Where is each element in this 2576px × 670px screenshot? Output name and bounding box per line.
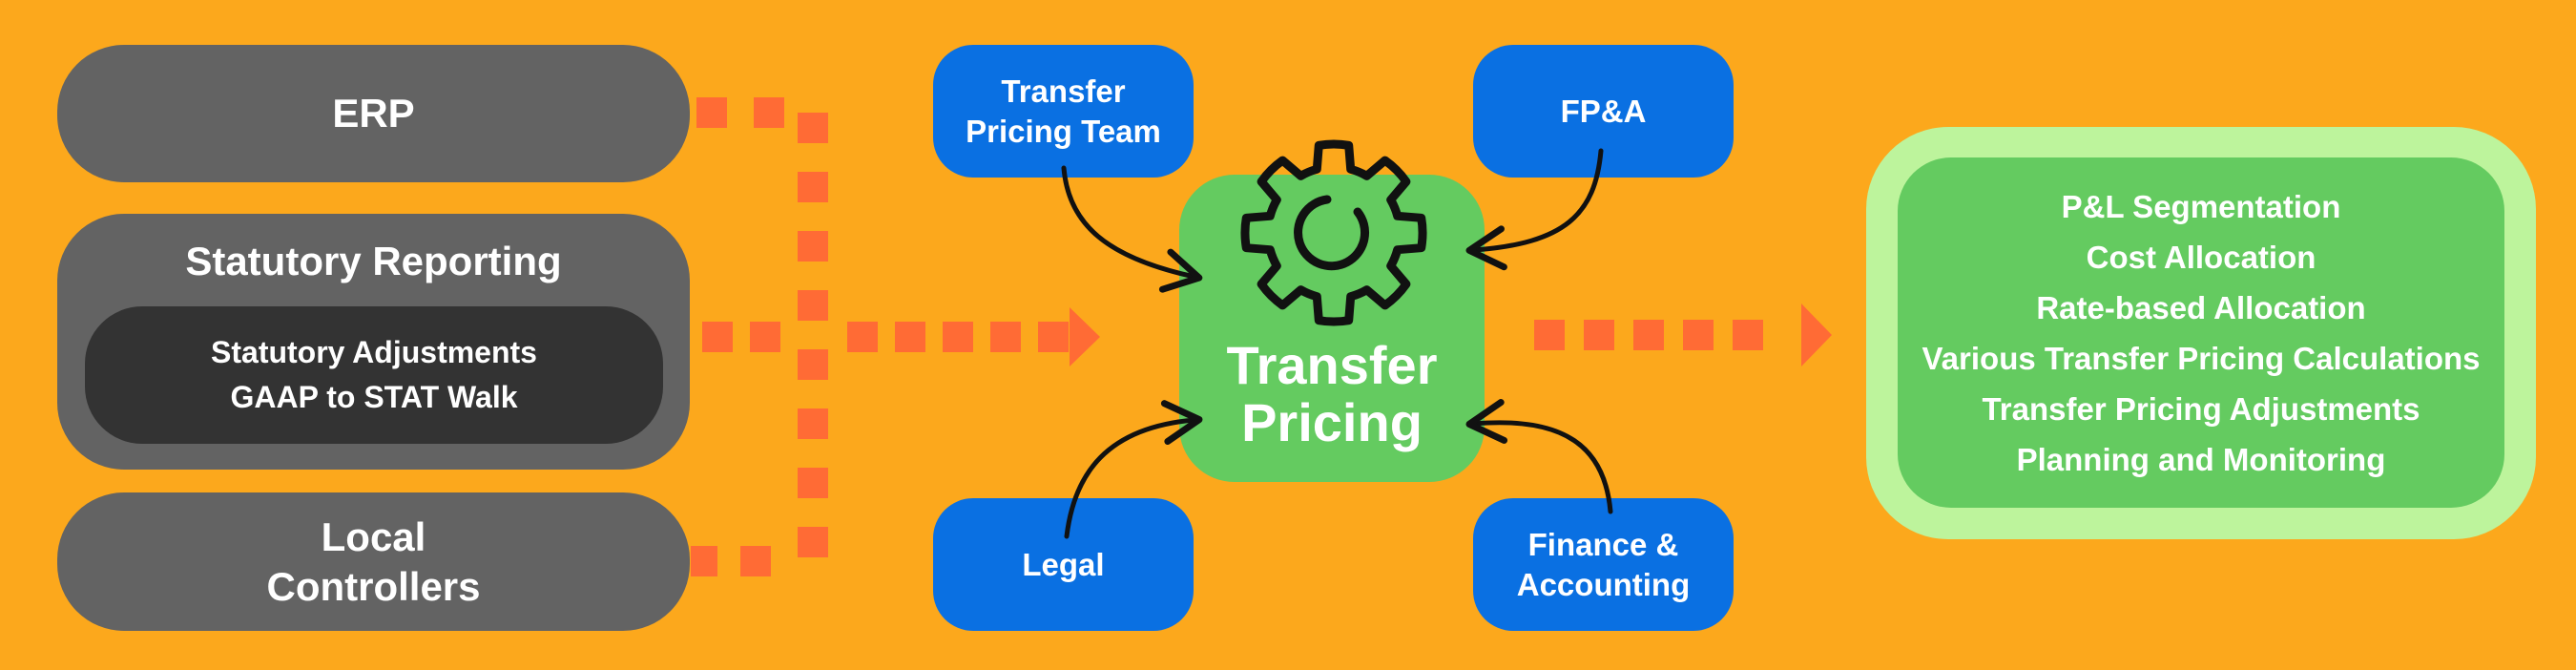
connector-dot: [1584, 320, 1614, 350]
statutory-adjustments-item: Statutory Adjustments: [211, 335, 537, 369]
connector-dot: [1038, 322, 1069, 352]
transfer-pricing-title-line-1: Transfer: [1226, 335, 1438, 395]
connector-dot: [798, 527, 828, 557]
output-item: Rate-based Allocation: [2036, 289, 2366, 325]
connector-dot: [740, 546, 771, 576]
connector-dot: [990, 322, 1021, 352]
output-item: Cost Allocation: [2086, 239, 2316, 275]
connector-arrowhead: [1070, 307, 1100, 366]
connector-dot: [798, 468, 828, 498]
connector-dot: [1733, 320, 1763, 350]
finance-accounting-line-1: Finance &: [1527, 526, 1679, 562]
transfer-pricing-title-line-2: Pricing: [1241, 392, 1423, 452]
finance-accounting-box: Finance & Accounting: [1473, 498, 1734, 631]
finance-accounting-line-2: Accounting: [1516, 566, 1691, 602]
fpa-box: FP&A: [1473, 45, 1734, 178]
connector-dot: [895, 322, 925, 352]
connector-dot: [798, 231, 828, 262]
arrow-from-transfer-pricing-team: [1061, 165, 1203, 293]
gaap-to-stat-walk-item: GAAP to STAT Walk: [230, 380, 518, 414]
legal-label: Legal: [1022, 546, 1105, 582]
connector-dot: [754, 97, 784, 128]
statutory-reporting-title: Statutory Reporting: [185, 239, 562, 283]
output-item: Planning and Monitoring: [2016, 441, 2386, 477]
erp-box: ERP: [57, 45, 690, 182]
arrow-from-legal: [1064, 400, 1203, 539]
transfer-pricing-team-box: Transfer Pricing Team: [933, 45, 1194, 178]
output-item: P&L Segmentation: [2061, 188, 2341, 224]
outputs-panel-inner: P&L Segmentation Cost Allocation Rate-ba…: [1898, 157, 2504, 508]
local-controllers-line-1: Local: [321, 513, 426, 559]
connector-dot: [691, 546, 717, 576]
connector-dot: [943, 322, 973, 352]
statutory-reporting-box: Statutory Reporting Statutory Adjustment…: [57, 214, 690, 470]
output-item: Various Transfer Pricing Calculations: [1922, 340, 2481, 376]
transfer-pricing-team-line-2: Pricing Team: [966, 113, 1161, 149]
connector-arrowhead: [1801, 304, 1832, 366]
connector-dot: [798, 408, 828, 439]
output-item: Transfer Pricing Adjustments: [1982, 390, 2420, 427]
connector-dot: [798, 290, 828, 321]
outputs-panel-outer: P&L Segmentation Cost Allocation Rate-ba…: [1866, 127, 2536, 539]
connector-dot: [1633, 320, 1664, 350]
connector-dot: [798, 172, 828, 202]
connector-dot: [702, 322, 733, 352]
arrow-from-finance-accounting: [1465, 399, 1613, 514]
connector-dot: [847, 322, 878, 352]
statutory-details-box: Statutory Adjustments GAAP to STAT Walk: [85, 306, 663, 444]
transfer-pricing-center-box: Transfer Pricing: [1179, 175, 1485, 482]
legal-box: Legal: [933, 498, 1194, 631]
transfer-pricing-team-line-1: Transfer: [1001, 73, 1126, 109]
fpa-label: FP&A: [1560, 93, 1647, 129]
connector-dot: [1683, 320, 1714, 350]
connector-dot: [798, 113, 828, 143]
local-controllers-box: Local Controllers: [57, 492, 690, 631]
erp-label: ERP: [332, 91, 415, 136]
local-controllers-line-2: Controllers: [266, 563, 481, 609]
connector-dot: [798, 349, 828, 380]
connector-dot: [750, 322, 780, 352]
connector-dot: [696, 97, 727, 128]
connector-dot: [1534, 320, 1565, 350]
arrow-from-fpa: [1465, 148, 1604, 271]
